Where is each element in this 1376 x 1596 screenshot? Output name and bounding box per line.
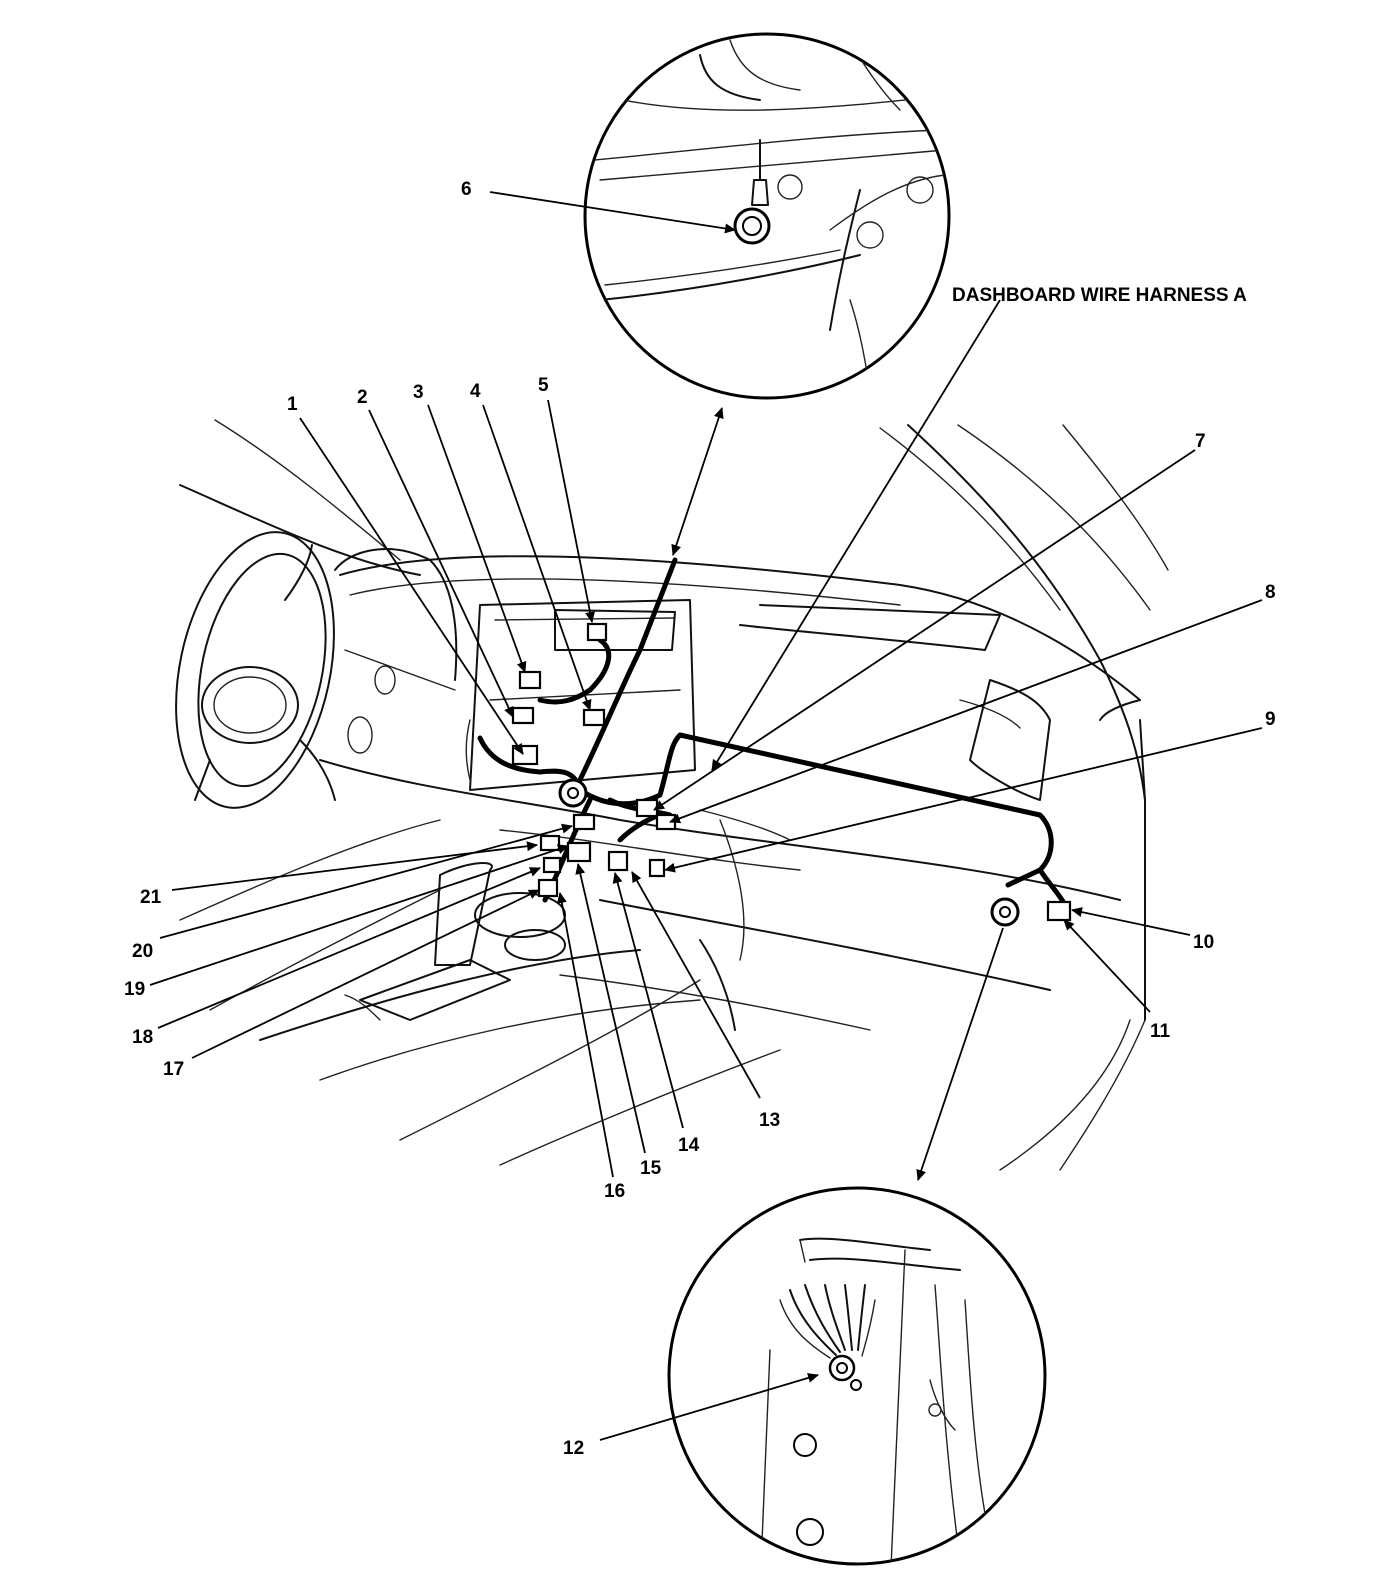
dashboard-wire-harness-a: [477, 557, 1072, 927]
leader-lines: [149, 191, 1263, 1441]
callout-16: 16: [604, 1181, 625, 1202]
detail-circle-ground-bottom: [667, 1186, 1047, 1566]
callout-20: 20: [132, 941, 153, 962]
callout-3: 3: [413, 382, 424, 403]
callout-6: 6: [461, 179, 472, 200]
callout-7: 7: [1195, 431, 1206, 452]
callout-12: 12: [563, 1438, 584, 1459]
callout-10: 10: [1193, 932, 1214, 953]
callout-19: 19: [124, 979, 145, 1000]
callout-15: 15: [640, 1158, 662, 1179]
callout-13: 13: [759, 1110, 780, 1131]
harness-label: DASHBOARD WIRE HARNESS A: [952, 285, 1247, 306]
callout-17: 17: [163, 1059, 184, 1080]
detail-circle-ground-top: [583, 32, 951, 400]
callout-4: 4: [470, 381, 481, 402]
callout-5: 5: [538, 375, 549, 396]
callout-21: 21: [140, 887, 162, 908]
callout-9: 9: [1265, 709, 1276, 730]
callout-11: 11: [1150, 1021, 1171, 1042]
callout-18: 18: [132, 1027, 153, 1048]
dashboard-illustration: [175, 419, 1169, 1171]
callout-1: 1: [287, 394, 298, 415]
callout-2: 2: [357, 387, 368, 408]
callout-8: 8: [1265, 582, 1276, 603]
callout-14: 14: [678, 1135, 700, 1156]
